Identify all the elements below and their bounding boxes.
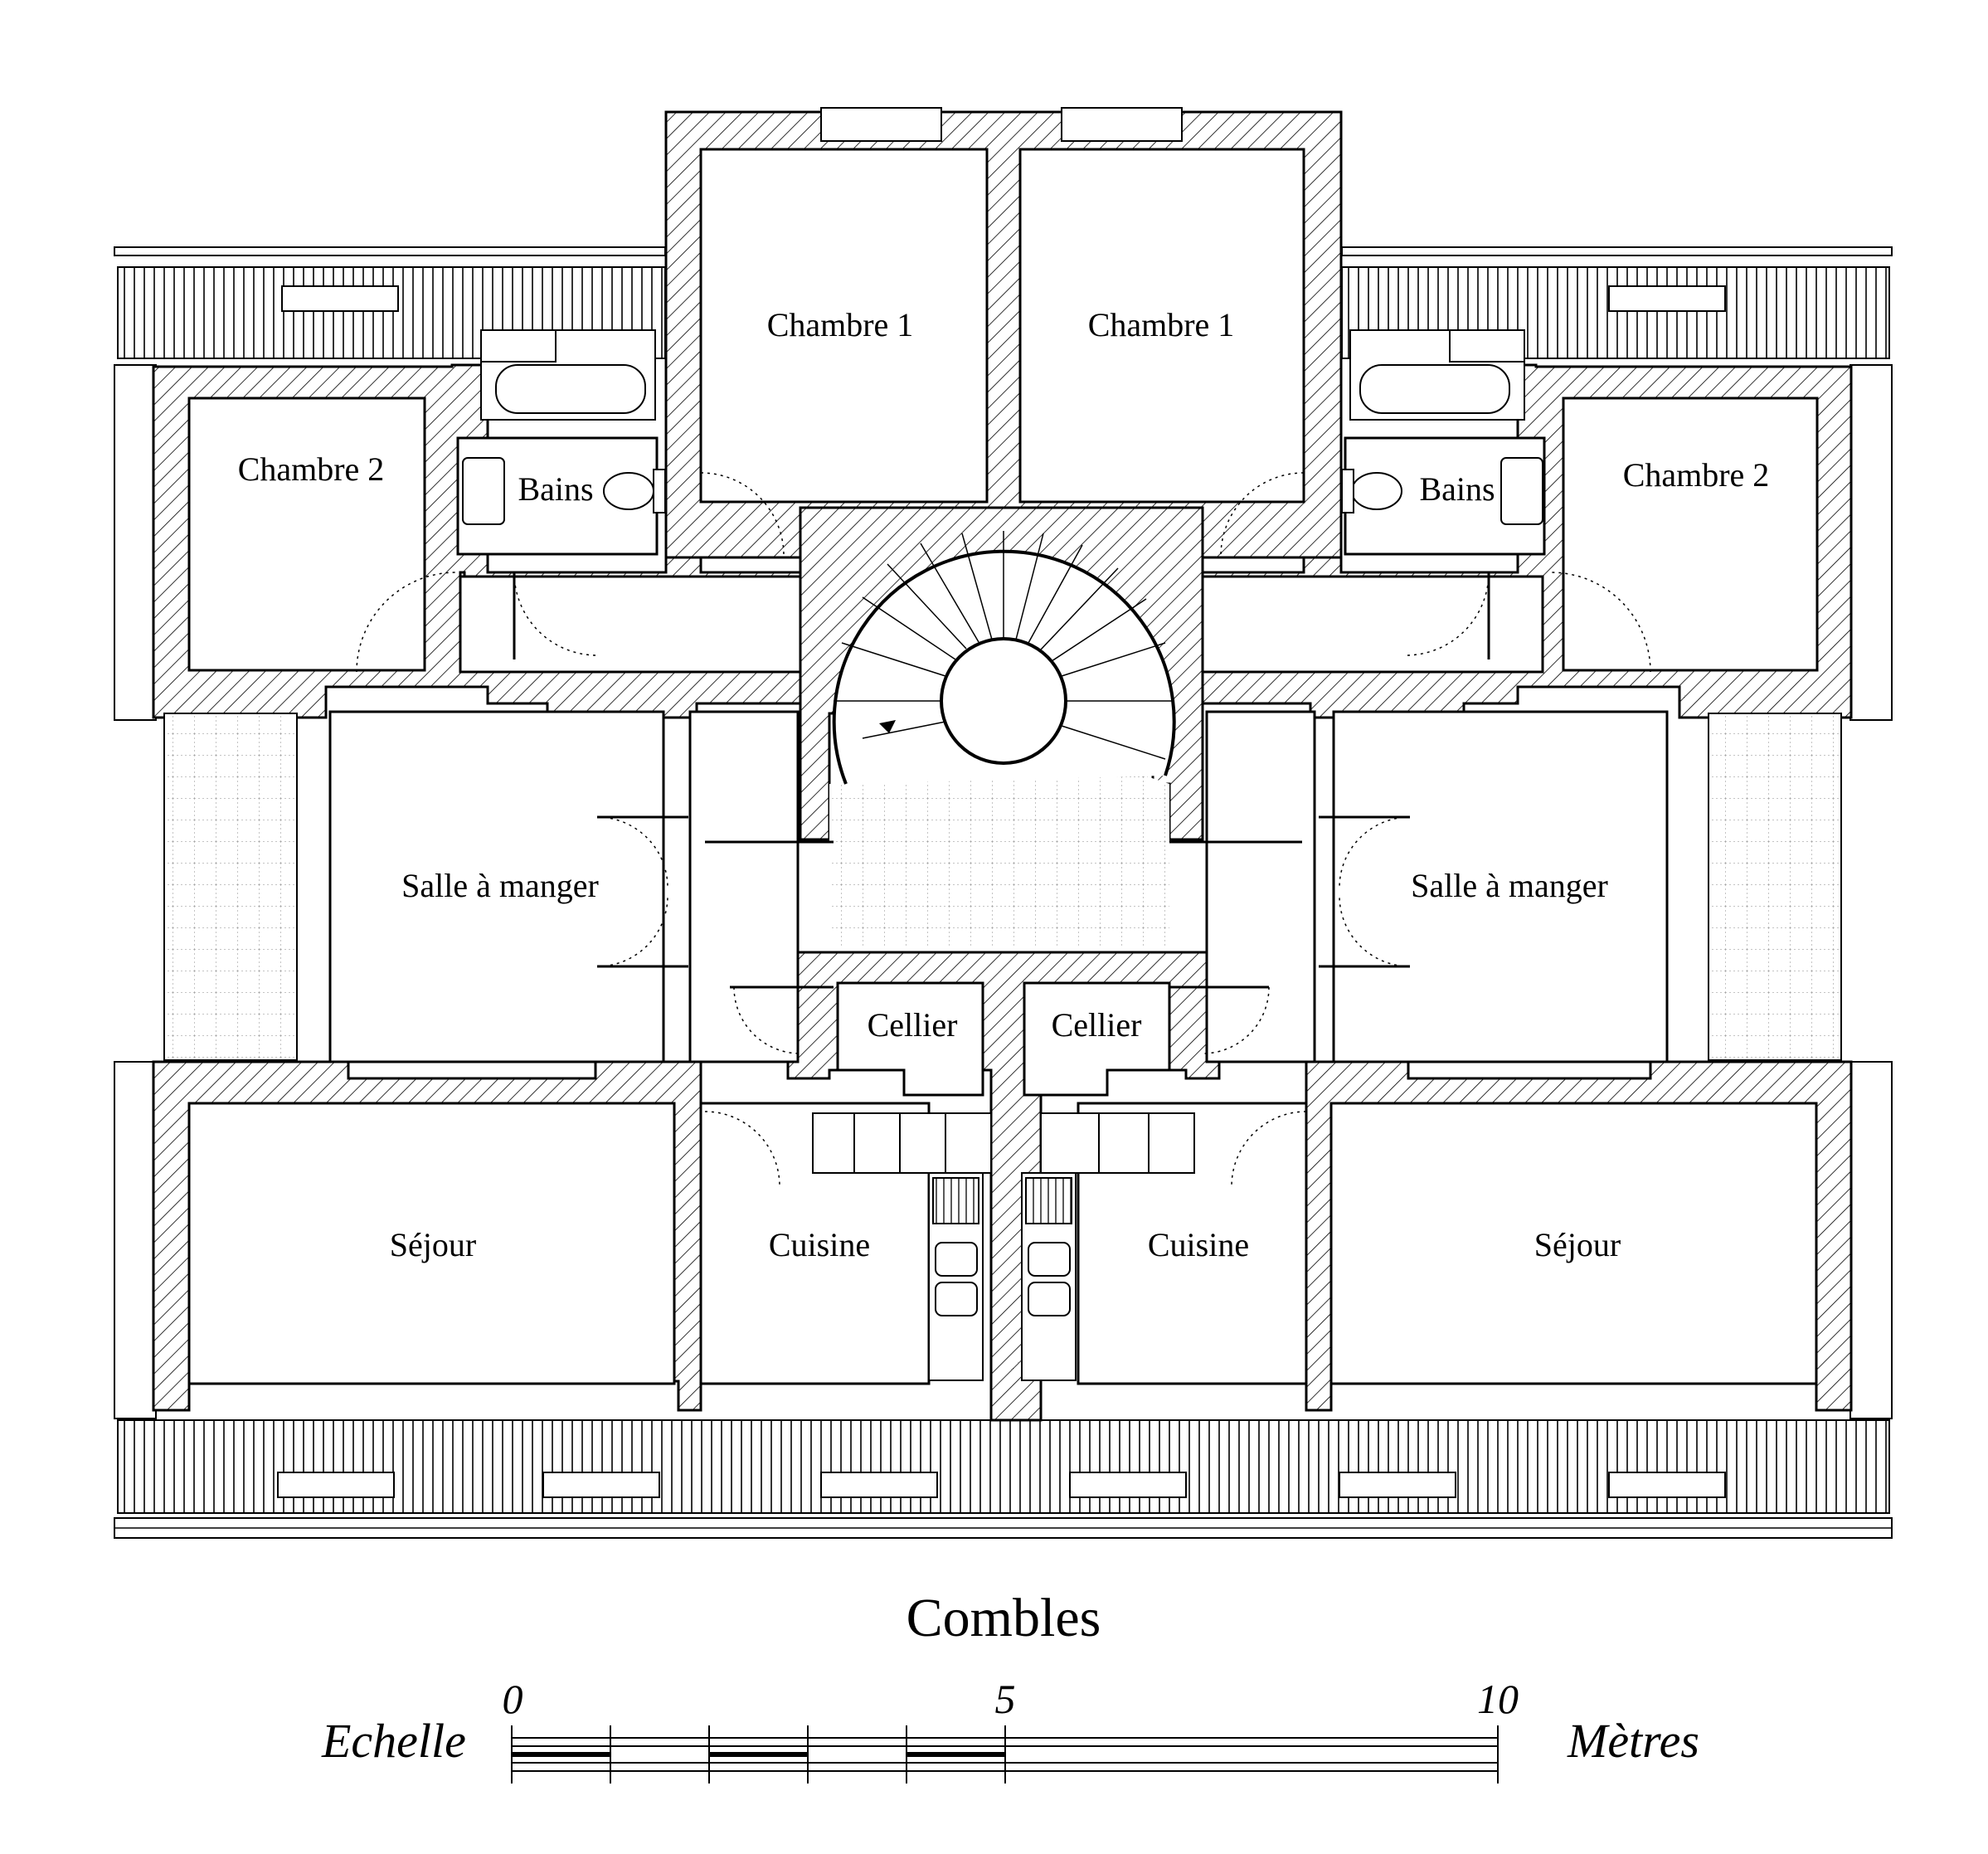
room-label-salle-left: Salle à manger	[401, 867, 599, 904]
room-label-chambre1-left: Chambre 1	[767, 306, 914, 343]
room-label-bains-left: Bains	[518, 470, 593, 508]
terrace-left	[163, 713, 298, 1061]
scale-label-left: Echelle	[321, 1714, 466, 1768]
room-label-chambre1-right: Chambre 1	[1088, 306, 1235, 343]
plan-title: Combles	[907, 1588, 1101, 1648]
scale-bar: Echelle Mètres 0 5 10	[321, 1676, 1699, 1783]
room-label-salle-right: Salle à manger	[1411, 867, 1608, 904]
room-label-cellier-left: Cellier	[868, 1006, 958, 1044]
roof-edge	[114, 246, 1893, 1539]
room-label-cuisine-right: Cuisine	[1148, 1226, 1249, 1263]
room-label-sejour-right: Séjour	[1534, 1226, 1621, 1263]
scale-tick-5: 5	[995, 1676, 1016, 1722]
scale-tick-0: 0	[503, 1676, 523, 1722]
door-swings	[356, 472, 1651, 1187]
scale-label-right: Mètres	[1567, 1714, 1699, 1768]
bath-fixtures	[462, 329, 1543, 525]
room-label-sejour-left: Séjour	[390, 1226, 476, 1263]
room-label-chambre2-left: Chambre 2	[238, 450, 385, 488]
room-label-bains-right: Bains	[1419, 470, 1495, 508]
room-label-cellier-right: Cellier	[1052, 1006, 1142, 1044]
room-label-chambre2-right: Chambre 2	[1623, 456, 1770, 494]
roof-slope-bottom	[117, 1419, 1890, 1514]
windows	[277, 107, 1726, 1498]
door-leaves	[513, 572, 1490, 989]
spiral-staircase	[832, 531, 1176, 785]
landing-floor	[829, 742, 1169, 946]
kitchen-counters	[812, 1112, 1195, 1381]
terrace-right	[1708, 713, 1842, 1061]
room-outlines	[187, 148, 1819, 1385]
scale-tick-10: 10	[1477, 1676, 1519, 1722]
room-label-cuisine-left: Cuisine	[769, 1226, 870, 1263]
